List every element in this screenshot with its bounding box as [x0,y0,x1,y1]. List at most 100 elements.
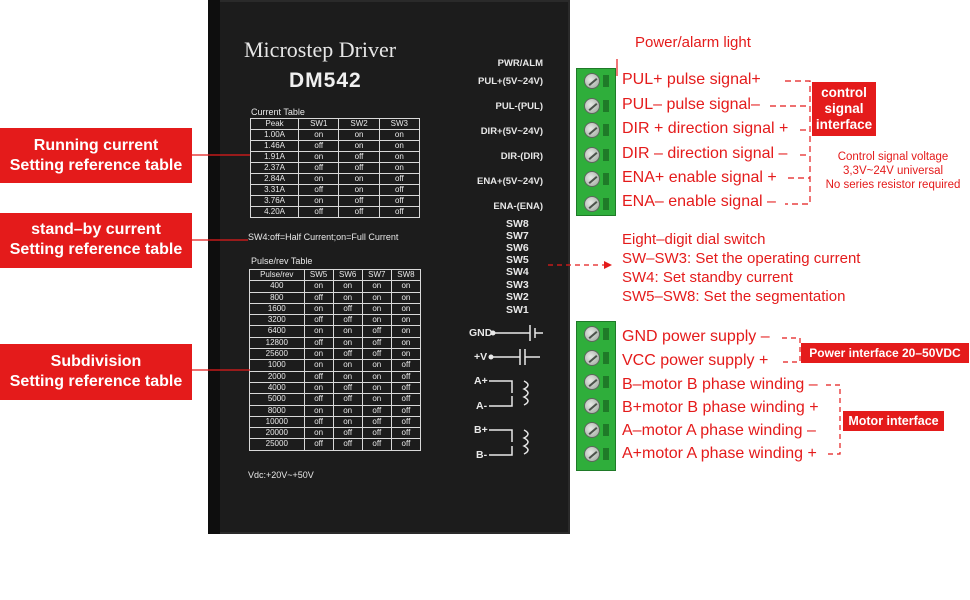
terminal-label-b-plus: B+ [474,424,488,436]
label-ena-minus: ENA– enable signal – [622,193,776,210]
subdivision-subtitle: Setting reference table [9,373,183,390]
subdivision-title: Subdivision [50,353,142,370]
pulse-table-cell: off [303,314,334,327]
pulse-table-cell: off [361,325,392,338]
pulse-table-cell: on [361,359,392,372]
control-interface-box: control signal interface [812,82,876,136]
standby-subtitle: Setting reference table [9,241,183,258]
motor-interface-box: Motor interface [843,411,944,431]
pulse-table-cell: 800 [249,291,305,304]
signal-terminal-screw-icon[interactable] [584,122,600,139]
pulse-table-cell: 8000 [249,404,305,417]
power-terminal-screw-icon[interactable] [584,350,600,366]
signal-terminal-screw-icon[interactable] [584,97,600,114]
b-coil-leads [489,429,513,456]
pulse-table-cell: on [361,314,392,327]
power-terminal-screw-icon[interactable] [584,326,600,342]
signal-terminal-screw-icon[interactable] [584,73,600,89]
pulse-table-header-cell: SW5 [303,268,334,282]
pulse-table-cell: on [303,325,334,338]
motor-bracket [826,384,841,455]
switch-label-sw1: SW1 [506,304,529,316]
power-terminal-pin [603,448,609,460]
power-terminal-pin [603,352,609,364]
pulse-table-cell: off [390,381,422,395]
label-vcc-power: VCC power supply + [622,352,769,369]
current-table-cell: off [378,206,421,218]
gnd-dot [490,330,496,336]
terminal-label-ena-minus: ENA-(ENA) [493,201,543,212]
pulse-table-cell: on [390,280,422,293]
power-alarm-light-label: Power/alarm light [635,34,751,51]
pulse-table-cell: on [390,314,422,327]
pulse-table-cell: on [303,359,334,372]
terminal-label-pul-plus: PUL+(5V~24V) [478,76,543,87]
terminal-label-ena-plus: ENA+(5V~24V) [476,176,543,187]
signal-terminal-pin [603,198,609,210]
a-coil [522,380,529,406]
pulse-table-cell: off [390,393,422,406]
terminal-label-dir-minus: DIR-(DIR) [500,151,543,162]
signal-terminal-screw-icon[interactable] [584,171,600,188]
power-terminal-screw-icon[interactable] [584,374,600,390]
power-terminal-pin [603,424,609,436]
power-terminal-pin [603,376,609,388]
power-bracket [782,337,801,363]
power-interface-box: Power interface 20–50VDC [801,343,969,363]
current-table-caption: Current Table [251,107,305,117]
power-terminal-screw-icon[interactable] [584,446,600,462]
running-subtitle: Setting reference table [9,157,183,174]
pulse-table-cell: 5000 [249,393,305,406]
b-coil [522,429,529,455]
power-terminal-block [576,321,616,471]
signal-terminal-block [576,68,616,216]
pulse-table-cell: on [390,291,422,304]
pulse-table-cell: off [332,427,363,440]
control-voltage-note: Control signal voltage 3,3V~24V universa… [818,150,968,192]
dial-switch-line-1: Eight–digit dial switch [622,231,766,248]
label-pul-plus: PUL+ pulse signal+ [622,71,761,88]
pulse-table-cell: on [390,336,422,350]
pulse-table-cell: 1000 [249,359,305,372]
pulse-table-cell: off [390,370,422,383]
pulse-table-cell: off [332,314,363,327]
pwr-alm-label: PWR/ALM [497,58,543,69]
switch-label-sw3: SW3 [506,279,529,291]
label-ena-plus: ENA+ enable signal + [622,169,777,186]
signal-terminal-screw-icon[interactable] [584,196,600,212]
label-a-plus: A+motor A phase winding + [622,445,817,462]
terminal-label-gnd: GND [469,327,493,339]
terminal-label-pul-minus: PUL-(PUL) [495,101,544,112]
power-terminal-screw-icon[interactable] [584,422,600,438]
power-terminal-screw-icon[interactable] [584,398,600,414]
label-dir-minus: DIR – direction signal – [622,145,788,162]
switch-label-sw2: SW2 [506,291,529,303]
current-table-note: SW4:off=Half Current;on=Full Current [248,232,399,242]
signal-terminal-screw-icon[interactable] [584,146,600,163]
pulse-table-cell: off [390,427,422,440]
device-title: Microstep Driver [244,37,397,62]
terminal-label-dir-plus: DIR+(5V~24V) [480,126,543,137]
standby-current-box: stand–by current Setting reference table [0,213,192,268]
signal-terminal-pin [603,173,609,186]
a-coil-leads [489,380,513,407]
terminal-label-b-minus: B- [476,449,488,461]
pulse-table-cell: 12800 [249,336,305,350]
